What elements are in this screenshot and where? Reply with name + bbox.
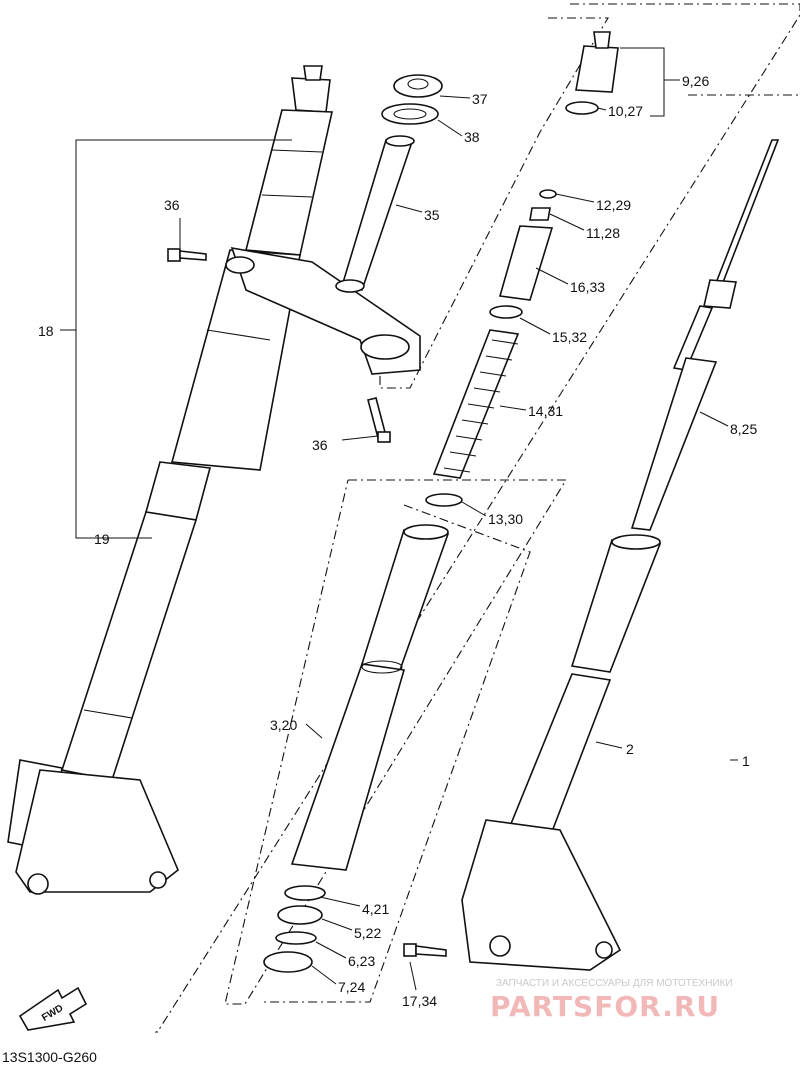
callout-3-20: 3,20 xyxy=(270,717,297,733)
callout-35: 35 xyxy=(424,207,440,223)
washer-38 xyxy=(381,103,439,125)
diagram-code: 13S1300-G260 xyxy=(2,1049,97,1065)
spring-14-31 xyxy=(432,329,520,479)
washer-5-22 xyxy=(277,905,323,925)
bolt-36-lower xyxy=(367,397,391,443)
callout-17-34: 17,34 xyxy=(402,993,437,1009)
bolt-17-34 xyxy=(403,943,447,957)
callout-5-22: 5,22 xyxy=(354,925,381,941)
callout-14-31: 14,31 xyxy=(528,403,563,419)
callout-15-32: 15,32 xyxy=(552,329,587,345)
dust-seal-7-24 xyxy=(263,951,313,973)
assembly-outline-fork xyxy=(154,3,800,1033)
assembly-outline-inner-tube xyxy=(262,504,531,1003)
damper-rod-8-25 xyxy=(630,139,780,531)
callout-18: 18 xyxy=(38,323,54,339)
callout-2: 2 xyxy=(626,741,634,757)
callout-36-lower: 36 xyxy=(312,437,328,453)
watermark-tagline: ЗАПЧАСТИ И АКСЕССУАРЫ ДЛЯ МОТОТЕХНИКИ xyxy=(496,978,733,989)
callout-8-25: 8,25 xyxy=(730,421,757,437)
spring-seat-15-32 xyxy=(489,305,523,319)
washer-12-29 xyxy=(539,189,557,199)
callout-1: 1 xyxy=(742,753,750,769)
callout-13-30: 13,30 xyxy=(488,511,523,527)
callout-16-33: 16,33 xyxy=(570,279,605,295)
callout-6-23: 6,23 xyxy=(348,953,375,969)
callout-19: 19 xyxy=(94,531,110,547)
callout-37: 37 xyxy=(472,91,488,107)
spacer-16-33 xyxy=(498,225,554,301)
assembled-fork-leg xyxy=(7,65,421,895)
callout-11-28: 11,28 xyxy=(586,225,620,241)
outer-tube-2 xyxy=(461,534,662,971)
callout-7-24: 7,24 xyxy=(338,979,365,995)
fwd-arrow-icon: FWD xyxy=(18,986,88,1031)
steering-stem-35 xyxy=(335,135,415,293)
callout-10-27: 10,27 xyxy=(608,103,643,119)
callout-36-upper: 36 xyxy=(164,197,180,213)
callout-9-26: 9,26 xyxy=(682,73,709,89)
cap-bolt-9-26 xyxy=(575,31,619,93)
o-ring-10-27 xyxy=(565,101,599,115)
clip-6-23 xyxy=(275,931,317,945)
watermark-brand: PARTSFOR.RU xyxy=(490,990,720,1023)
callout-4-21: 4,21 xyxy=(362,901,389,917)
washer-13-30 xyxy=(425,493,463,507)
bolt-36-upper xyxy=(167,248,207,262)
assembly-outline-outer-tube xyxy=(224,479,567,1005)
callout-38: 38 xyxy=(464,129,480,145)
nut-11-28 xyxy=(529,207,551,221)
leader-lines xyxy=(60,47,738,991)
stem-nut-37 xyxy=(393,74,443,98)
bushing-4-21 xyxy=(284,885,326,901)
assembly-outline-cap-group xyxy=(379,17,609,389)
inner-tube-3-20 xyxy=(290,524,450,871)
callout-12-29: 12,29 xyxy=(596,197,631,213)
